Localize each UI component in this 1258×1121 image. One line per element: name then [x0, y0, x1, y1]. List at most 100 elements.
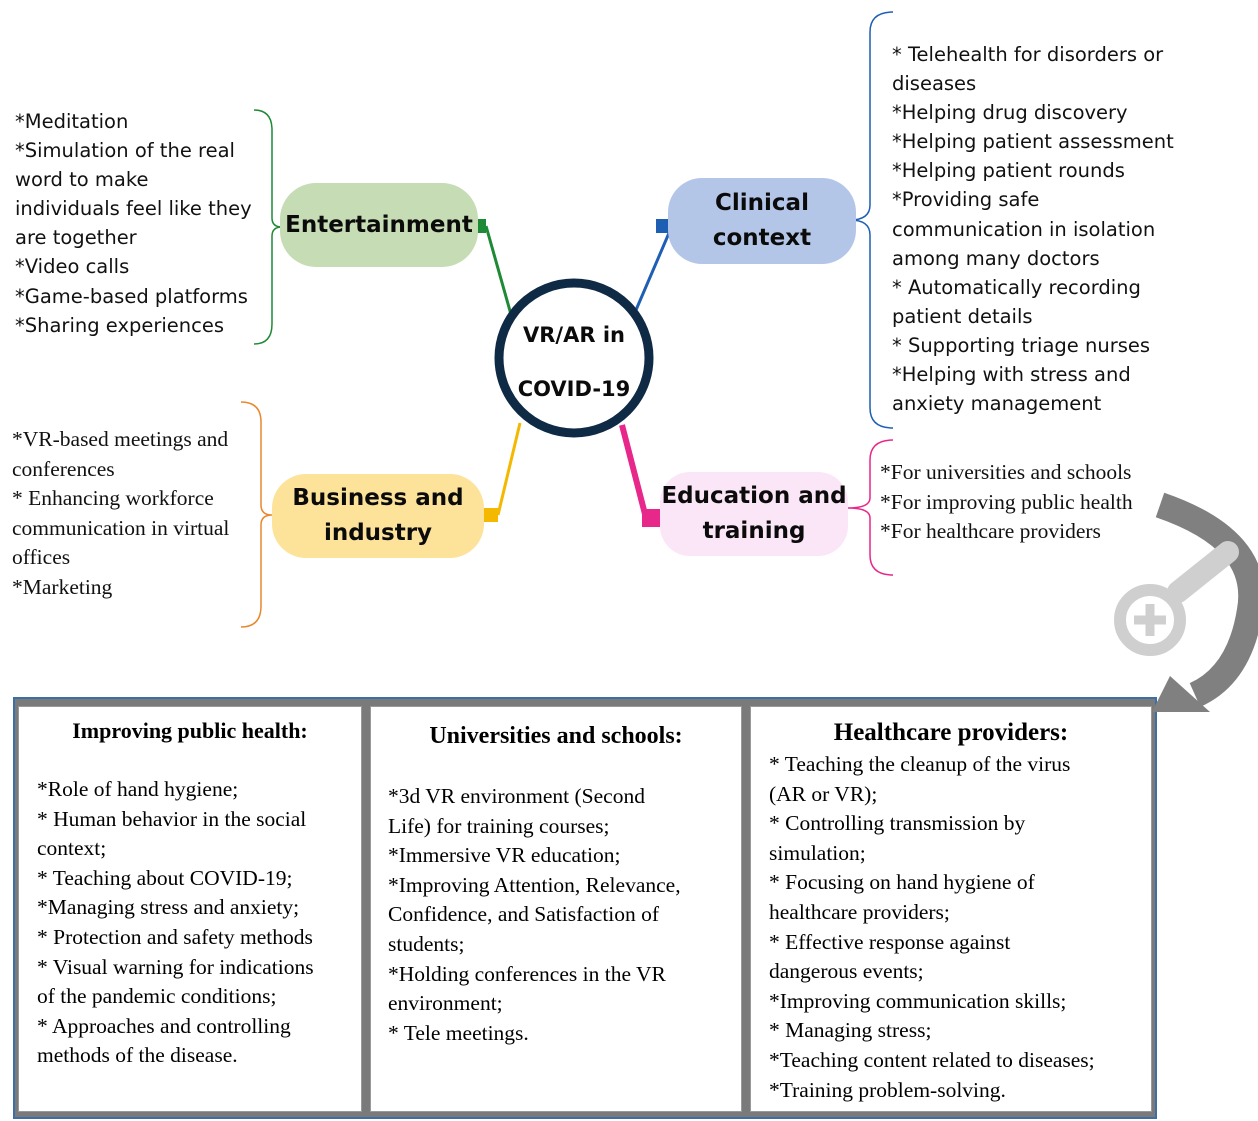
public-health-list: *Role of hand hygiene; * Human behavior … [37, 775, 314, 1071]
clinical-list: * Telehealth for disorders or diseases *… [892, 40, 1174, 418]
list-item: *VR-based meetings and [12, 427, 229, 451]
list-item: *Providing safe [892, 188, 1040, 212]
clinical-bracket [849, 11, 894, 429]
business-connector-cap [480, 508, 498, 522]
healthcare-panel: Healthcare providers: * Teaching the cle… [750, 706, 1152, 1112]
entertainment-node: Entertainment [280, 183, 478, 267]
list-item: *For universities and schools [880, 460, 1132, 484]
universities-list: *3d VR environment (Second Life) for tra… [388, 782, 681, 1048]
list-item: *3d VR environment (Second [388, 784, 645, 808]
clinical-node-label-line2: context [712, 225, 812, 251]
center-ring [494, 278, 654, 438]
business-node-label-line2: industry [323, 520, 433, 546]
entertainment-node-label: Entertainment [285, 212, 473, 238]
list-item: patient details [892, 304, 1033, 328]
list-item: simulation; [769, 840, 866, 865]
list-item: students; [388, 931, 465, 956]
business-node-label-line1: Business and [292, 485, 464, 511]
list-item: are together [15, 226, 137, 250]
list-item: Confidence, and Satisfaction of [388, 902, 660, 927]
list-item: * Teaching the cleanup of the virus [769, 752, 1071, 776]
list-item: *Sharing experiences [15, 313, 225, 337]
education-bracket [847, 439, 894, 576]
list-item: individuals feel like they [15, 197, 252, 221]
clinical-node-label-line1: Clinical [715, 190, 809, 216]
curved-arrow-icon [1152, 492, 1258, 712]
list-item: * Teaching about COVID-19; [37, 865, 293, 890]
clinical-connector [634, 225, 674, 311]
list-item: methods of the disease. [37, 1043, 238, 1068]
list-item: * Effective response against [769, 929, 1011, 954]
list-item: *Game-based platforms [15, 284, 248, 308]
zoom-in-icon [1114, 541, 1239, 656]
center-label: VR/AR in COVID-19 [500, 308, 648, 416]
business-bracket [240, 401, 273, 628]
list-item: environment; [388, 991, 503, 1016]
list-item: *Holding conferences in the VR [388, 961, 666, 986]
clinical-node: Clinical context [668, 178, 856, 264]
list-item: * Human behavior in the social [37, 806, 307, 831]
list-item: *Marketing [12, 574, 113, 599]
list-item: *Improving Attention, Relevance, [388, 872, 681, 897]
list-item: * Managing stress; [769, 1018, 932, 1043]
list-item: offices [12, 545, 71, 570]
list-item: *Helping patient rounds [892, 159, 1125, 183]
business-connector [496, 422, 522, 516]
list-item: * Focusing on hand hygiene of [769, 870, 1035, 895]
list-item: dangerous events; [769, 959, 924, 984]
public-health-panel: Improving public health: *Role of hand h… [18, 706, 362, 1112]
list-item: *Teaching content related to diseases; [769, 1047, 1095, 1072]
list-item: healthcare providers; [769, 899, 950, 924]
education-list: *For universities and schools *For impro… [880, 458, 1133, 547]
entertainment-connector [484, 225, 514, 319]
list-item: * Supporting triage nurses [892, 333, 1151, 357]
list-item: * Controlling transmission by [769, 811, 1026, 836]
healthcare-list: * Teaching the cleanup of the virus (AR … [769, 750, 1095, 1105]
list-item: *Immersive VR education; [388, 843, 621, 868]
list-item: *Improving communication skills; [769, 988, 1067, 1013]
list-item: * Tele meetings. [388, 1020, 529, 1045]
education-node-label-line2: training [702, 518, 806, 544]
list-item: conferences [12, 456, 115, 481]
panel-title: Healthcare providers: [833, 719, 1069, 746]
panel-title: Improving public health: [72, 718, 308, 743]
list-item: of the pandemic conditions; [37, 984, 277, 1009]
list-item: Life) for training courses; [388, 813, 610, 838]
education-node: Education and training [660, 472, 848, 556]
education-connector [619, 424, 649, 519]
education-node-label-line1: Education and [661, 483, 847, 509]
center-label-line1: VR/AR in [523, 323, 625, 347]
list-item: communication in isolation [892, 217, 1156, 241]
universities-panel: Universities and schools: *3d VR environ… [370, 706, 742, 1112]
list-item: *Role of hand hygiene; [37, 777, 239, 801]
list-item: *Simulation of the real [15, 139, 235, 163]
list-item: *Training problem-solving. [769, 1077, 1006, 1102]
list-item: (AR or VR); [769, 781, 878, 806]
list-item: * Approaches and controlling [37, 1013, 291, 1038]
list-item: *Meditation [15, 110, 129, 133]
business-node: Business and industry [272, 474, 484, 558]
business-list: *VR-based meetings and conferences * Enh… [12, 425, 229, 603]
list-item: word to make [15, 168, 149, 192]
list-item: *Helping with stress and [892, 363, 1131, 387]
list-item: *Helping drug discovery [892, 101, 1128, 125]
list-item: *Video calls [15, 255, 130, 279]
list-item: *For healthcare providers [880, 519, 1101, 544]
list-item: *For improving public health [880, 489, 1133, 514]
list-item: among many doctors [892, 246, 1100, 270]
list-item: anxiety management [892, 392, 1102, 416]
list-item: *Helping patient assessment [892, 130, 1174, 154]
list-item: * Protection and safety methods [37, 924, 313, 949]
list-item: diseases [892, 72, 977, 96]
list-item: *Managing stress and anxiety; [37, 895, 300, 920]
education-connector-cap [642, 509, 662, 527]
entertainment-bracket [253, 109, 283, 345]
center-label-line2: COVID-19 [517, 377, 631, 401]
panel-title: Universities and schools: [429, 723, 683, 749]
list-item: * Enhancing workforce [12, 486, 214, 511]
list-item: communication in virtual [12, 515, 230, 540]
list-item: * Visual warning for indications [37, 954, 314, 979]
list-item: * Automatically recording [892, 275, 1141, 299]
list-item: context; [37, 836, 107, 861]
list-item: * Telehealth for disorders or [892, 43, 1164, 66]
